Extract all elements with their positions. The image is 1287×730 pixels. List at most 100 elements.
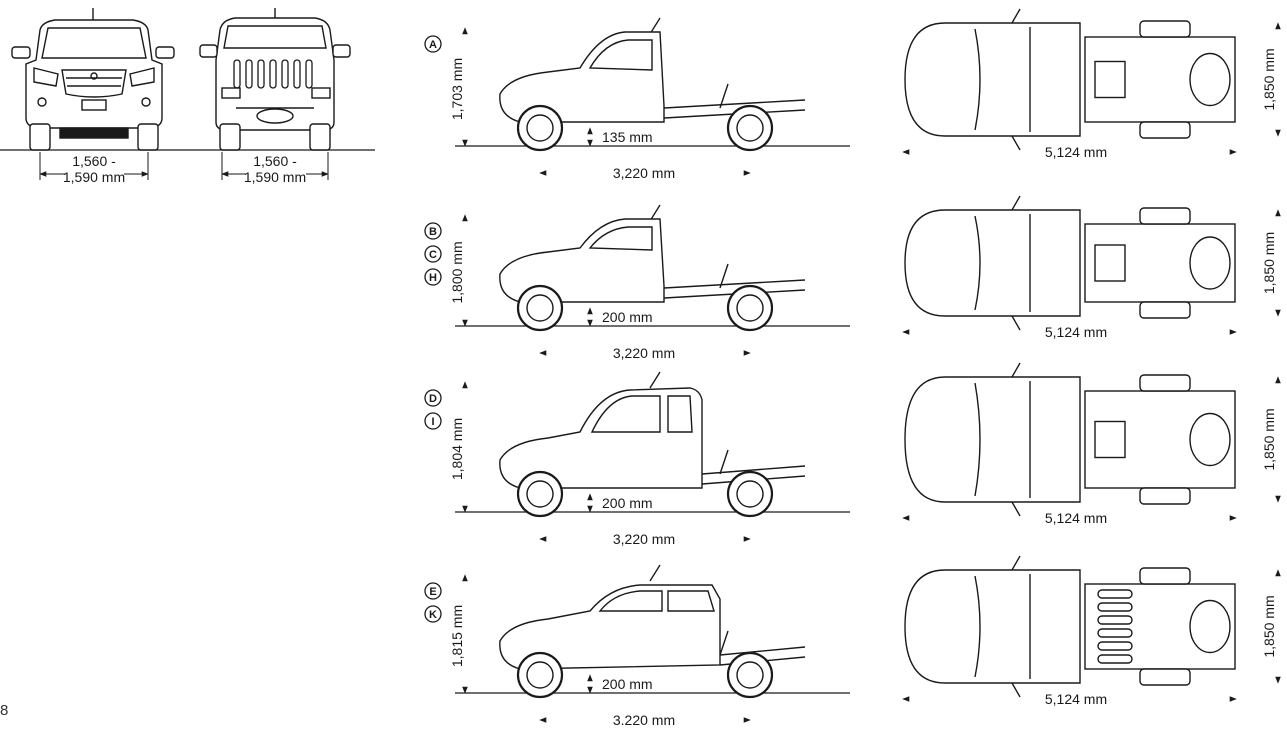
wheel-hub <box>526 661 554 689</box>
top-windshield <box>974 28 981 131</box>
top-rear-wheel-lower <box>1139 487 1191 505</box>
rear-track-label-line1: 1,560 - <box>253 153 297 169</box>
height-label: 1,815 mm <box>449 605 465 667</box>
top-mirrors <box>1011 555 1021 698</box>
wheel-hub <box>736 661 764 689</box>
side-view-freestyle <box>455 371 850 518</box>
wheelbase-label: 3,220 mm <box>613 712 675 725</box>
top-rear-wheel-upper <box>1139 374 1191 392</box>
top-windshield <box>974 215 981 311</box>
side-window-rear <box>667 590 715 612</box>
front-track-label-line2: 1,590 mm <box>63 169 125 185</box>
top-tray-slat <box>1097 654 1133 664</box>
top-spare-wheel <box>1189 236 1231 290</box>
front-track-label-line1: 1,560 - <box>72 153 116 169</box>
top-view-freestyle <box>904 362 1236 517</box>
variant-badge-h <box>424 268 442 286</box>
wheel-outer <box>516 284 564 332</box>
top-chassis <box>1084 583 1236 670</box>
length-label: 5,124 mm <box>1045 510 1107 526</box>
length-label: 5,124 mm <box>1045 691 1107 707</box>
top-mirrors <box>1011 362 1021 517</box>
top-windshield <box>974 382 981 497</box>
wheel-outer <box>516 104 564 152</box>
top-mirrors <box>1011 195 1021 331</box>
side-window-front <box>598 590 663 612</box>
length-label: 5,124 mm <box>1045 324 1107 340</box>
side-view-single <box>455 17 850 152</box>
chassis-mount <box>719 263 729 289</box>
top-tray-slat <box>1097 615 1133 625</box>
top-rear-wheel-lower <box>1139 301 1191 319</box>
variant-badge-letter: K <box>429 609 437 621</box>
top-rear-wheel-upper <box>1139 567 1191 585</box>
top-fuel-tank <box>1094 60 1126 99</box>
side-window-front <box>590 395 661 433</box>
top-view-single <box>904 195 1236 331</box>
top-tray-slat <box>1097 602 1133 612</box>
top-body <box>904 376 1081 503</box>
length-label: 5,124 mm <box>1045 144 1107 160</box>
top-view-dual <box>904 555 1236 698</box>
variant-badge-d <box>424 389 442 407</box>
width-label: 1,850 mm <box>1261 232 1277 294</box>
top-body <box>904 22 1081 137</box>
side-window-rear <box>667 395 693 433</box>
top-chassis <box>1084 390 1236 489</box>
variant-badge-letter: H <box>429 272 437 284</box>
wheel-hub <box>526 294 554 322</box>
side-window <box>588 226 653 251</box>
chassis-mount <box>719 83 729 109</box>
side-view-dual <box>455 564 850 699</box>
top-tray-slat <box>1097 628 1133 638</box>
wheel-outer <box>516 470 564 518</box>
wheel-outer <box>726 470 774 518</box>
top-tray-slat <box>1097 589 1133 599</box>
variant-badge-letter: C <box>429 249 437 261</box>
variant-badge-a <box>424 35 442 53</box>
chassis-mount <box>719 449 729 475</box>
width-label: 1,850 mm <box>1261 408 1277 470</box>
top-spare-wheel <box>1189 52 1231 107</box>
variant-badge-letter: I <box>431 416 434 428</box>
top-chassis <box>1084 223 1236 303</box>
top-rear-wheel-upper <box>1139 207 1191 225</box>
top-rear-wheel-lower <box>1139 121 1191 139</box>
top-chassis <box>1084 36 1236 123</box>
wheel-hub <box>736 114 764 142</box>
wheel-hub <box>736 480 764 508</box>
wheelbase-label: 3,220 mm <box>613 345 675 361</box>
variant-badge-k <box>424 605 442 623</box>
width-label: 1,850 mm <box>1261 595 1277 657</box>
variant-badge-c <box>424 245 442 263</box>
top-rear-wheel-upper <box>1139 20 1191 38</box>
variant-badge-letter: E <box>429 586 436 598</box>
top-spare-wheel <box>1189 412 1231 467</box>
clearance-label: 200 mm <box>602 495 653 511</box>
variant-badge-b <box>424 222 442 240</box>
top-spare-wheel <box>1189 599 1231 654</box>
wheelbase-label: 3,220 mm <box>613 165 675 181</box>
wheel-hub <box>526 480 554 508</box>
variant-badge-i <box>424 412 442 430</box>
wheel-hub <box>736 294 764 322</box>
top-fuel-tank <box>1094 420 1126 459</box>
page-number: 8 <box>0 702 9 719</box>
height-label: 1,703 mm <box>449 58 465 120</box>
antenna-line <box>649 564 661 582</box>
top-mirrors <box>1011 8 1021 151</box>
wheelbase-label: 3,220 mm <box>613 531 675 547</box>
side-view-single <box>455 204 850 332</box>
clearance-label: 200 mm <box>602 309 653 325</box>
wheel-hub <box>526 114 554 142</box>
clearance-label: 200 mm <box>602 676 653 692</box>
front-view <box>0 8 190 180</box>
side-body <box>499 584 721 670</box>
wheel-outer <box>726 651 774 699</box>
variant-row-4: EK 1,815 mm 200 mm 3,220 mm 1,850 mm 5,124 mm <box>424 555 1281 728</box>
